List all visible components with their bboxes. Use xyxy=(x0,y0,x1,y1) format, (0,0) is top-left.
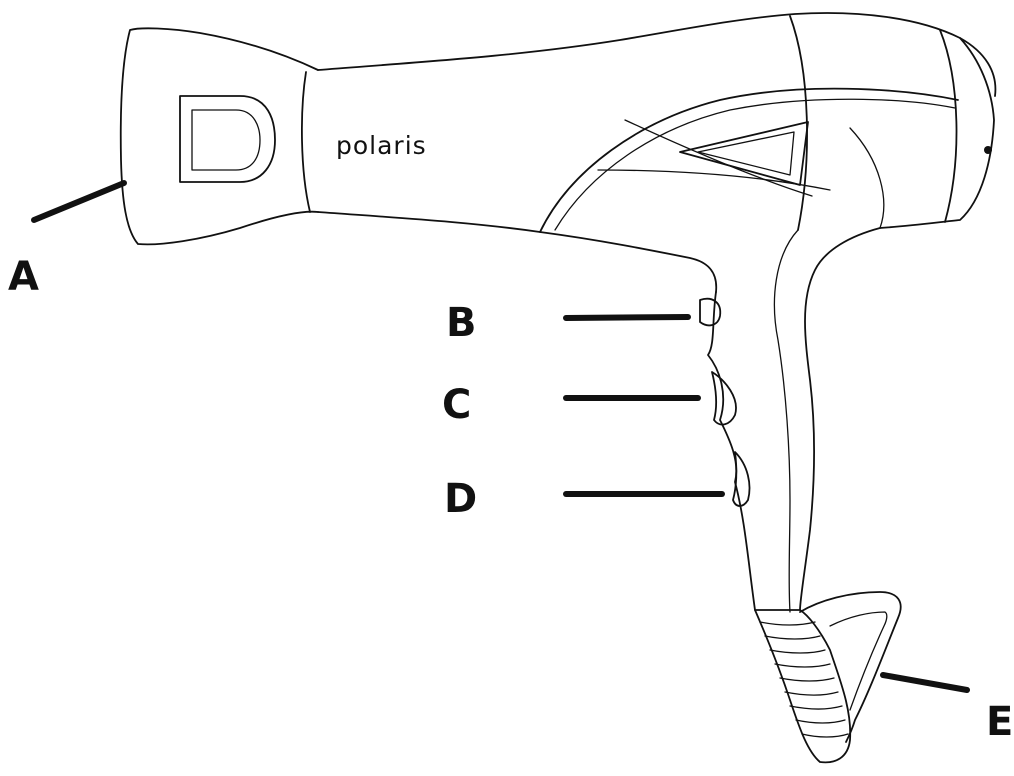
button-b xyxy=(700,299,720,326)
callout-leaders xyxy=(34,183,967,690)
slider-d xyxy=(733,452,749,506)
brand-logo-text: polaris xyxy=(336,131,427,160)
leader-line-e xyxy=(883,675,967,690)
callout-label-c: C xyxy=(442,382,471,428)
callout-label-a: A xyxy=(8,254,39,300)
leader-line-a xyxy=(34,183,124,220)
nozzle xyxy=(121,28,318,244)
grip-and-loop xyxy=(755,592,901,762)
callout-label-d: D xyxy=(444,476,477,522)
dryer-handle xyxy=(700,228,880,612)
callout-label-b: B xyxy=(446,300,477,346)
callout-label-e: E xyxy=(986,699,1013,745)
leader-line-b xyxy=(566,317,688,318)
